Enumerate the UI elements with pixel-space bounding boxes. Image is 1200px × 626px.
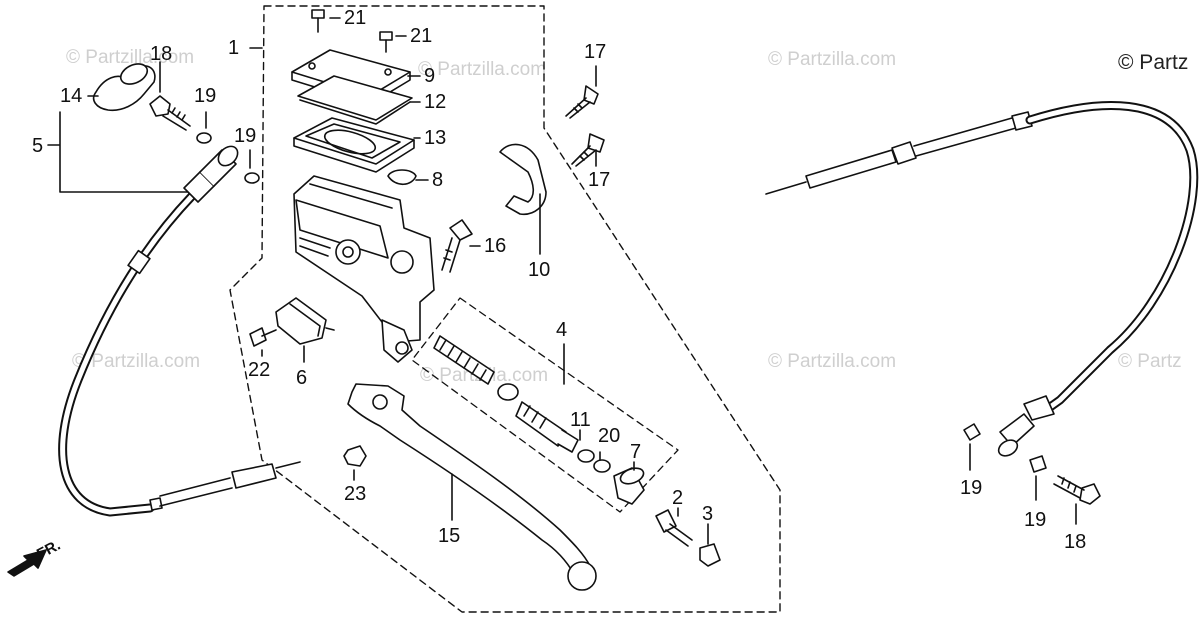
callout-19[interactable]: 19 xyxy=(960,477,983,499)
callout-9[interactable]: 9 xyxy=(424,65,436,87)
watermark: © Partzilla.com xyxy=(768,49,897,70)
callout-18[interactable]: 18 xyxy=(150,43,173,65)
callout-19[interactable]: 19 xyxy=(194,85,217,107)
holder-bolt-17 xyxy=(565,85,599,119)
callout-23[interactable]: 23 xyxy=(344,483,367,505)
master-cylinder-holder-10 xyxy=(499,143,547,216)
clutch-lever-15 xyxy=(347,383,597,591)
callout-19[interactable]: 19 xyxy=(1024,509,1047,531)
callout-7[interactable]: 7 xyxy=(630,441,642,463)
cap-3 xyxy=(699,543,721,567)
callout-10[interactable]: 10 xyxy=(528,259,551,281)
callout-18[interactable]: 18 xyxy=(1064,531,1087,553)
callout-16[interactable]: 16 xyxy=(484,235,507,257)
callout-20[interactable]: 20 xyxy=(598,425,621,447)
pivot-nut-23 xyxy=(343,445,367,467)
callout-5[interactable]: 5 xyxy=(32,135,44,157)
screw-21 xyxy=(311,9,325,33)
diaphragm-13 xyxy=(293,117,415,173)
callout-21[interactable]: 21 xyxy=(410,25,433,47)
clutch-switch-6 xyxy=(275,297,335,345)
piston-11 xyxy=(515,401,579,453)
pivot-bolt-16 xyxy=(441,219,473,273)
holder-bolt-17 xyxy=(571,133,605,167)
banjo-bolt-18-right xyxy=(1053,475,1101,505)
watermark: © Partzilla.com xyxy=(72,351,201,372)
clutch-hose-left xyxy=(58,145,301,517)
callout-11[interactable]: 11 xyxy=(570,409,591,431)
watermark: © Partzilla.com xyxy=(418,59,547,80)
front-arrow-icon xyxy=(7,549,47,577)
callout-2[interactable]: 2 xyxy=(672,487,684,509)
screw-21 xyxy=(379,31,393,53)
float-8 xyxy=(387,169,417,186)
callout-19[interactable]: 19 xyxy=(234,125,257,147)
banjo-bolt-18-left xyxy=(149,95,191,131)
hose-clamp-14 xyxy=(92,63,156,112)
callout-21[interactable]: 21 xyxy=(344,7,367,29)
callout-4[interactable]: 4 xyxy=(556,319,568,341)
piston-kit-boundary xyxy=(411,297,679,513)
callout-12[interactable]: 12 xyxy=(424,91,447,113)
assembly-boundary xyxy=(229,5,781,613)
callout-14[interactable]: 14 xyxy=(60,85,83,107)
callout-8[interactable]: 8 xyxy=(432,169,444,191)
washer-20 xyxy=(593,459,611,473)
circlip xyxy=(577,449,595,463)
spring xyxy=(433,335,495,385)
watermark: © Partzilla.com xyxy=(66,47,195,68)
callout-15[interactable]: 15 xyxy=(438,525,461,547)
callout-22[interactable]: 22 xyxy=(248,359,271,381)
callout-1[interactable]: 1 xyxy=(228,37,240,59)
boot-7 xyxy=(613,467,645,505)
callout-17[interactable]: 17 xyxy=(588,169,611,191)
watermark: © Partzilla.com xyxy=(768,351,897,372)
sealing-washer-19 xyxy=(963,423,981,441)
callout-17[interactable]: 17 xyxy=(584,41,607,63)
watermark-dark: © Partz xyxy=(1118,51,1189,74)
screw-22 xyxy=(249,327,277,347)
diaphragm-plate-12 xyxy=(297,75,413,125)
sealing-washer-19 xyxy=(244,172,260,184)
adjuster-2 xyxy=(655,509,693,547)
clutch-hose-right xyxy=(765,101,1199,457)
sealing-washer-19 xyxy=(1029,455,1047,473)
cup xyxy=(497,383,519,401)
watermark: © Partz xyxy=(1118,351,1182,372)
callout-6[interactable]: 6 xyxy=(296,367,308,389)
master-cylinder-body xyxy=(293,175,435,363)
callout-13[interactable]: 13 xyxy=(424,127,447,149)
sealing-washer-19 xyxy=(196,132,212,144)
callout-3[interactable]: 3 xyxy=(702,503,714,525)
